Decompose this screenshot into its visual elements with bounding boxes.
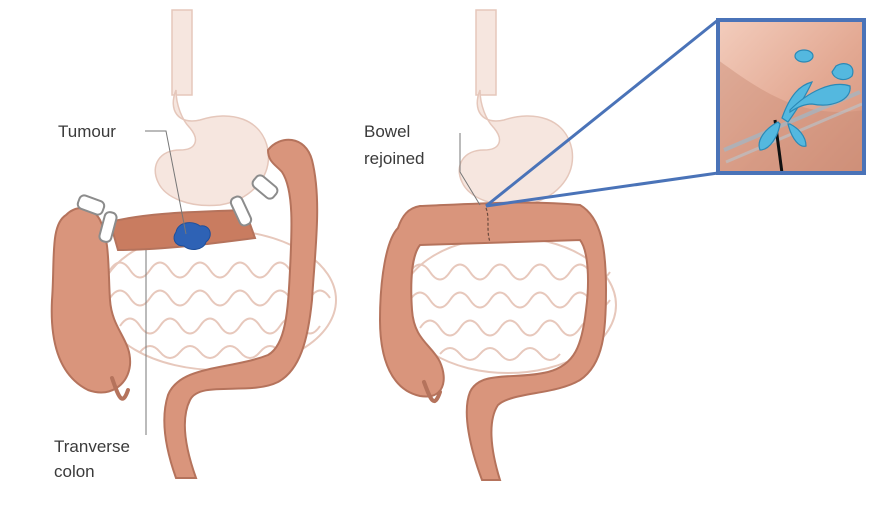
oesophagus	[171, 9, 193, 96]
transverse-colon-label-line1: Tranverse	[54, 437, 130, 456]
tumour-leader-line	[145, 130, 187, 235]
small-intestine	[399, 236, 617, 374]
appendix	[422, 380, 442, 403]
clamp-icon	[76, 174, 279, 243]
oesophagus	[475, 9, 497, 96]
join-seam	[485, 207, 491, 243]
callout-connector-bottom	[485, 171, 719, 208]
appendix	[110, 376, 130, 401]
left-figure: Tumour Tranverse colon	[50, 9, 337, 481]
inset-image	[718, 20, 864, 173]
small-intestine	[99, 229, 337, 371]
bowel-rejoined-label-line2: rejoined	[364, 149, 425, 168]
tumour-label: Tumour	[58, 122, 116, 141]
ascending-colon	[50, 207, 132, 394]
right-figure: Bowel rejoined	[364, 9, 617, 481]
rejoined-colon	[378, 201, 608, 481]
zoom-callout	[485, 18, 866, 208]
callout-connector-top	[485, 18, 719, 208]
transverse-colon-label-line2: colon	[54, 462, 95, 481]
bowel-rejoined-leader-line	[459, 133, 481, 206]
descending-colon	[163, 138, 319, 479]
stomach	[154, 89, 270, 207]
callout-frame	[716, 18, 866, 175]
bowel-rejoined-label-line1: Bowel	[364, 122, 410, 141]
tumour	[173, 222, 211, 250]
water-splash-icon	[758, 49, 854, 151]
stomach	[458, 89, 574, 207]
